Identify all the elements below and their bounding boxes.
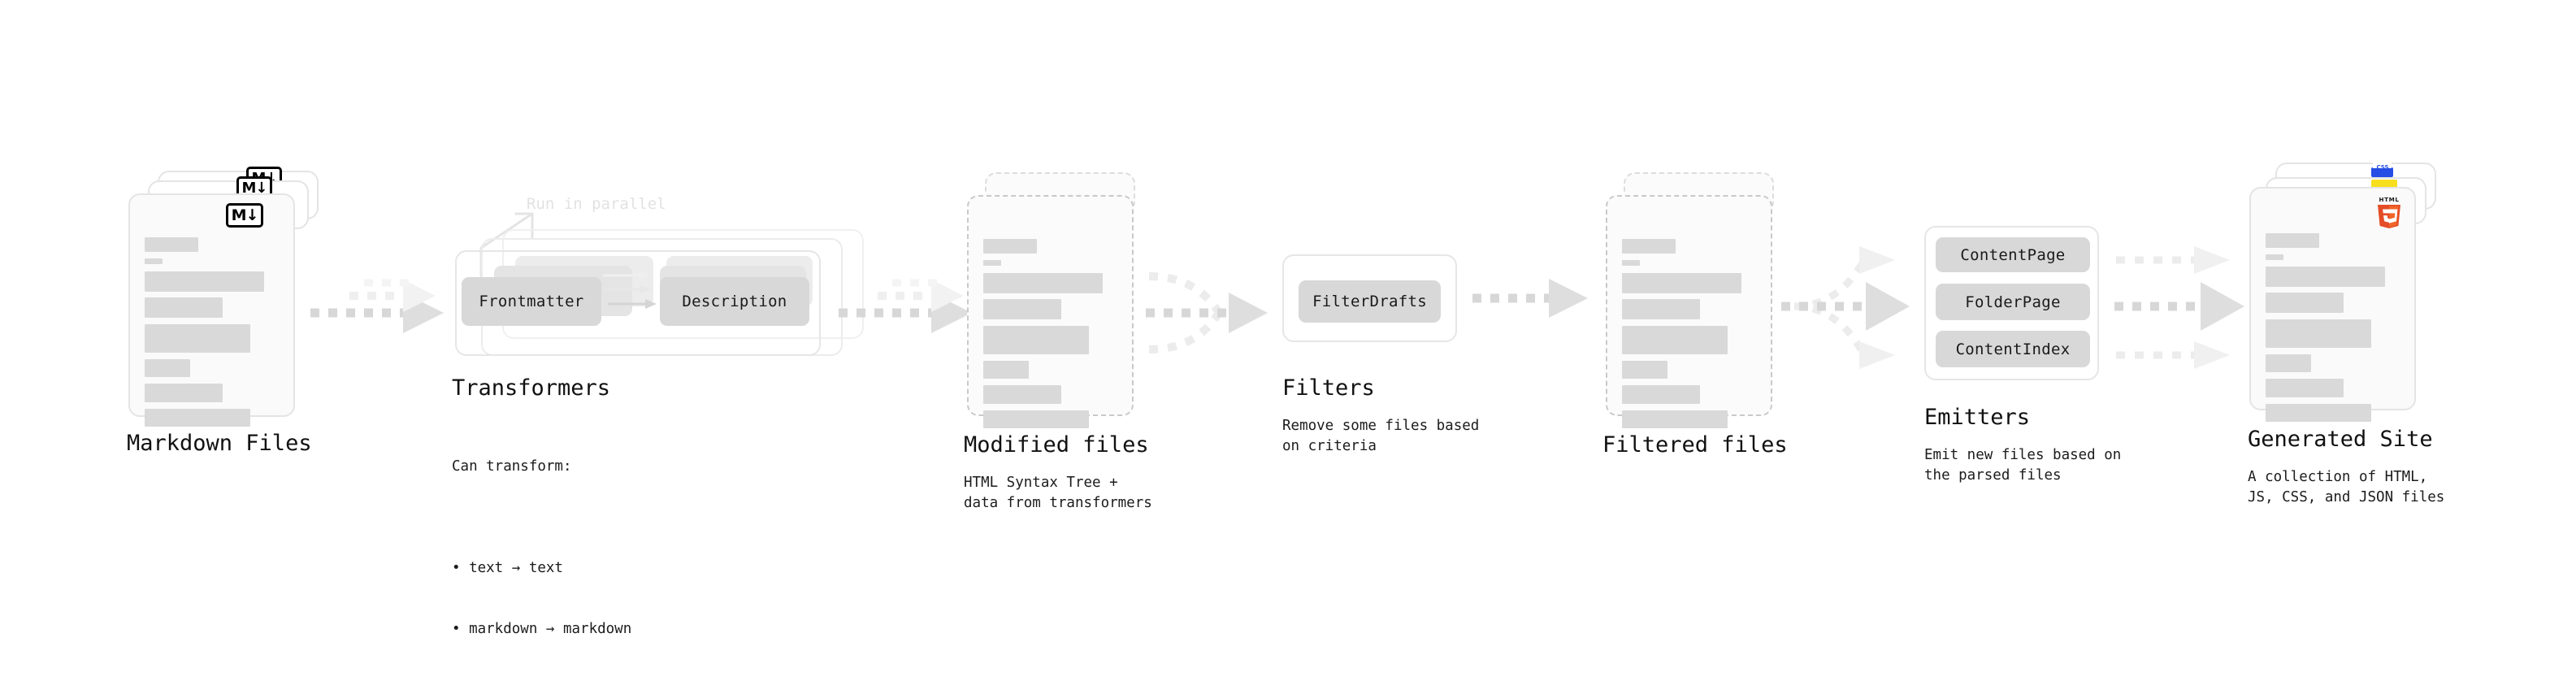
- skeleton-bar: [2266, 404, 2371, 422]
- skeleton-bar: [2266, 254, 2283, 260]
- skeleton-bar: [145, 297, 223, 318]
- skeleton-bar: [1622, 385, 1700, 404]
- svg-text:HTML: HTML: [2379, 196, 2399, 203]
- modified-files-caption: HTML Syntax Tree + data from transformer…: [964, 475, 1152, 511]
- skeleton-bar: [145, 384, 223, 402]
- skeleton-bar: [983, 326, 1089, 354]
- emitter-chip-folderpage[interactable]: FolderPage: [1936, 284, 2090, 320]
- arrow-filtered-to-emitters: [1781, 246, 1910, 369]
- skeleton-bar: [1622, 273, 1741, 293]
- emitter-chip-contentindex[interactable]: ContentIndex: [1936, 331, 2090, 367]
- transformer-group-front: [455, 250, 821, 356]
- skeleton-bar: [983, 361, 1029, 379]
- skeleton-bar: [2266, 293, 2344, 313]
- filter-chip-filterdrafts[interactable]: FilterDrafts: [1299, 280, 1441, 323]
- skeleton-bar: [145, 409, 250, 427]
- stage-title-emitters: Emitters: [1924, 405, 2031, 430]
- stage-title-modified-files: Modified files: [964, 432, 1149, 458]
- emitters-group: [1924, 226, 2099, 380]
- skeleton-bar: [1622, 239, 1676, 254]
- generated-site-caption: A collection of HTML, JS, CSS, and JSON …: [2248, 469, 2445, 505]
- css-badge: [2371, 163, 2393, 177]
- stage-title-filtered-files: Filtered files: [1602, 432, 1788, 458]
- transformer-chip-description[interactable]: Description: [660, 277, 809, 326]
- transformer-chip-frontmatter[interactable]: Frontmatter: [462, 277, 601, 326]
- transformers-bullet: • text → text: [452, 560, 563, 576]
- skeleton-bar: [983, 239, 1037, 254]
- modified-card-front: [967, 195, 1134, 428]
- skeleton-bar: [1622, 260, 1640, 266]
- arrow-modified-to-filters: [1146, 272, 1268, 354]
- transformer-inner-arrows: [603, 271, 657, 309]
- skeleton-bar: [2266, 233, 2319, 248]
- arrow-markdown-to-transformers: [310, 279, 444, 333]
- skeleton-bar: [1622, 326, 1728, 354]
- skeleton-bar: [983, 410, 1089, 428]
- skeleton-bar: [2266, 354, 2311, 372]
- skeleton-bar: [145, 258, 163, 264]
- transformers-caption-heading: Can transform:: [452, 458, 572, 475]
- arrow-emitters-to-site: [2114, 246, 2244, 369]
- stage-title-filters: Filters: [1282, 375, 1375, 401]
- stage-title-generated-site: Generated Site: [2248, 427, 2433, 452]
- skeleton-bar: [2266, 319, 2371, 348]
- css-badge-label: CSS: [2376, 164, 2389, 171]
- html5-icon: HTML: [2378, 196, 2400, 228]
- skeleton-bar: [145, 359, 190, 377]
- filters-group: [1282, 254, 1457, 342]
- parallel-label: Run in parallel: [527, 195, 666, 213]
- skeleton-bar: [2266, 267, 2385, 287]
- transformers-bullet: • markdown → markdown: [452, 621, 632, 637]
- markdown-badge-front: M↓: [226, 203, 263, 228]
- emitters-caption: Emit new files based on the parsed files: [1924, 447, 2122, 484]
- skeleton-bar: [2266, 379, 2344, 397]
- arrow-transformers-to-modified: [839, 279, 972, 333]
- emitter-chip-contentpage[interactable]: ContentPage: [1936, 237, 2090, 272]
- skeleton-bar: [1622, 410, 1728, 428]
- transformers-bullet-list: • text → text • markdown → markdown • ht…: [452, 518, 631, 681]
- stage-title-transformers: Transformers: [452, 375, 611, 401]
- transformers-caption: Can transform: • text → text • markdown …: [452, 416, 631, 681]
- skeleton-bar: [983, 260, 1001, 266]
- arrow-filters-to-filtered: [1472, 279, 1588, 318]
- skeleton-bar: [1622, 361, 1667, 379]
- skeleton-bar: [145, 237, 198, 252]
- skeleton-bar: [145, 271, 264, 292]
- skeleton-bar: [145, 324, 250, 353]
- skeleton-bar: [983, 273, 1103, 293]
- site-card-front: HTML: [2249, 187, 2416, 422]
- filters-caption: Remove some files based on criteria: [1282, 418, 1480, 454]
- skeleton-bar: [983, 299, 1061, 319]
- skeleton-bar: [983, 385, 1061, 404]
- markdown-card-front: M↓: [128, 193, 295, 427]
- skeleton-bar: [1622, 299, 1700, 319]
- filtered-card-front: [1606, 195, 1772, 428]
- stage-title-markdown-files: Markdown Files: [127, 431, 312, 456]
